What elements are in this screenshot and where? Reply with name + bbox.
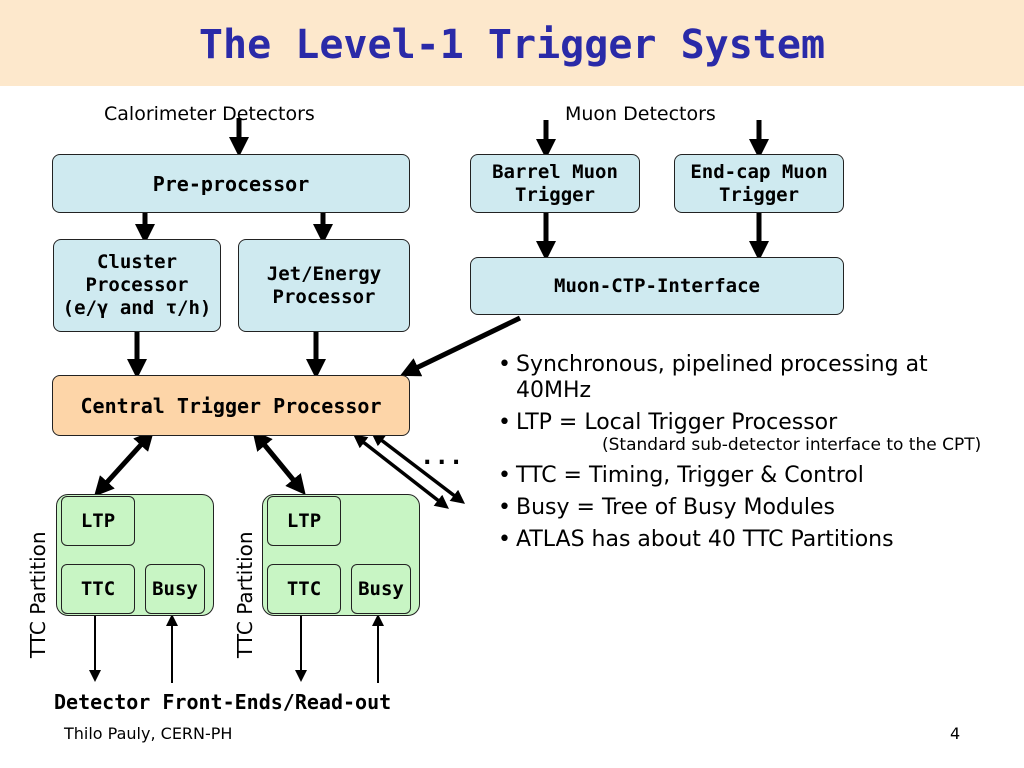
central-trigger-processor-box: Central Trigger Processor [52, 375, 410, 436]
preprocessor-box: Pre-processor [52, 154, 410, 213]
muon-ctp-interface-box: Muon-CTP-Interface [470, 257, 844, 315]
slide-title: The Level-1 Trigger System [198, 22, 826, 68]
arrow-ctp-part2 [252, 430, 306, 495]
cluster-line-3: (e/γ and τ/h) [62, 296, 212, 319]
calorimeter-detectors-label: Calorimeter Detectors [104, 103, 315, 125]
endcap-muon-trigger-box: End-cap Muon Trigger [674, 154, 844, 213]
page-number: 4 [950, 724, 961, 743]
busy-label-1: Busy [152, 578, 198, 600]
ttc-label-1: TTC [80, 578, 116, 600]
cluster-line-2: Processor [85, 274, 189, 297]
arrow-mctp-ctp [399, 315, 522, 377]
bullet-item: TTC = Timing, Trigger & Control [492, 463, 992, 489]
bullet-item: Busy = Tree of Busy Modules [492, 495, 992, 521]
ttc-box-1: TTC [61, 564, 135, 614]
bullet-sub-note: (Standard sub-detector interface to the … [602, 434, 982, 455]
endcap-line-1: End-cap Muon [690, 160, 828, 183]
ttc-box-2: TTC [267, 564, 341, 614]
ltp-box-1: LTP [61, 496, 135, 546]
footer-author: Thilo Pauly, CERN-PH [64, 724, 233, 743]
ttc-partition-label-1: TTC Partition [26, 531, 50, 658]
ttc-partition-label-2: TTC Partition [233, 531, 257, 658]
ltp-label-2: LTP [286, 510, 322, 532]
bullet-item: ATLAS has about 40 TTC Partitions [492, 527, 992, 553]
jet-line-1: Jet/Energy [266, 262, 382, 285]
busy-label-2: Busy [358, 578, 404, 600]
preprocessor-label: Pre-processor [152, 171, 310, 196]
barrel-muon-trigger-box: Barrel Muon Trigger [470, 154, 640, 213]
title-band [0, 0, 1024, 86]
muon-detectors-label: Muon Detectors [565, 103, 716, 125]
jet-energy-processor-box: Jet/Energy Processor [238, 239, 410, 332]
ltp-box-2: LTP [267, 496, 341, 546]
busy-box-2: Busy [351, 564, 411, 614]
bullet-item: LTP = Local Trigger Processor [492, 410, 992, 436]
bullet-list: Synchronous, pipelined processing at 40M… [492, 352, 992, 559]
endcap-line-2: Trigger [718, 183, 800, 206]
bullet-item: Synchronous, pipelined processing at 40M… [492, 352, 992, 404]
arrow-ctp-more2 [370, 432, 466, 504]
barrel-line-2: Trigger [514, 183, 596, 206]
muon-ctp-label: Muon-CTP-Interface [554, 274, 760, 297]
arrow-ctp-part1 [93, 430, 155, 497]
detector-front-ends-label: Detector Front-Ends/Read-out [54, 690, 392, 714]
ltp-label-1: LTP [80, 510, 116, 532]
ctp-label: Central Trigger Processor [80, 393, 382, 418]
ttc-label-2: TTC [286, 578, 322, 600]
busy-box-1: Busy [145, 564, 205, 614]
cluster-line-1: Cluster [96, 251, 178, 274]
cluster-processor-box: Cluster Processor (e/γ and τ/h) [53, 239, 221, 332]
barrel-line-1: Barrel Muon [492, 160, 618, 183]
more-partitions-ellipsis: ... [420, 442, 464, 470]
jet-line-2: Processor [272, 285, 376, 308]
